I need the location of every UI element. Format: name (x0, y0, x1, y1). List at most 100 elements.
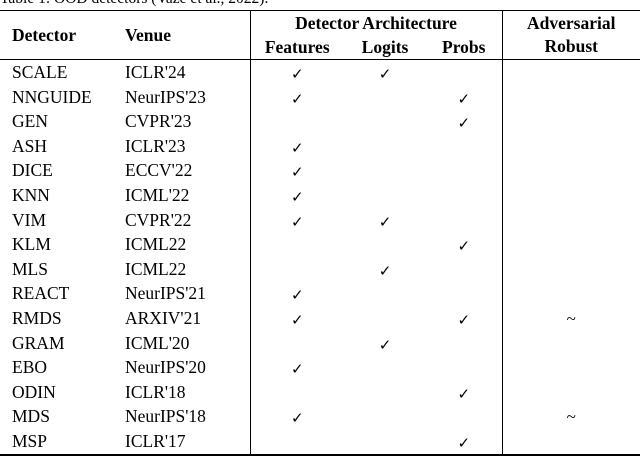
cell-adversarial-robust (501, 256, 640, 282)
cell-venue: ICLR'18 (125, 381, 186, 402)
cell-logits (344, 404, 426, 429)
cell-probs: ✓ (426, 428, 503, 456)
column-header-detector-architecture: Detector Architecture (249, 10, 503, 35)
cell-features (249, 256, 344, 282)
check-icon: ✓ (457, 384, 471, 403)
cell-detector: MLS (12, 258, 48, 279)
check-icon: ✓ (378, 261, 392, 280)
cell-adversarial-robust (501, 158, 640, 183)
cell-logits (344, 380, 426, 405)
cell-features (249, 109, 344, 134)
cell-features: ✓ (249, 355, 344, 380)
cell-adversarial-robust (501, 379, 640, 405)
check-icon: ✓ (457, 310, 471, 329)
cell-detector: KLM (12, 234, 51, 255)
cell-features (249, 428, 344, 456)
cell-detector: ASH (12, 135, 48, 156)
cell-venue: CVPR'22 (125, 209, 192, 230)
cell-venue: CVPR'23 (125, 111, 192, 132)
cell-features: ✓ (249, 404, 344, 429)
table-row: ASH ICLR'23 ✓ (0, 133, 640, 159)
check-icon: ✓ (290, 286, 304, 305)
cell-adversarial-robust (501, 133, 640, 159)
cell-probs: ✓ (426, 380, 502, 405)
column-header-logits: Logits (361, 36, 409, 57)
cell-detector: ODIN (12, 381, 56, 402)
check-icon: ✓ (290, 89, 304, 108)
check-icon: ✓ (290, 187, 304, 206)
cell-venue: NeurIPS'23 (125, 86, 206, 107)
cell-venue: NeurIPS'21 (125, 283, 206, 304)
cell-adversarial-robust (501, 109, 640, 134)
column-header-venue: Venue (121, 10, 250, 60)
cell-features (249, 330, 344, 356)
cell-adversarial-robust (501, 281, 640, 306)
cell-adversarial-robust (501, 330, 640, 356)
header-row-sub: Features Logits Probs (0, 35, 640, 60)
cell-venue: NeurIPS'18 (125, 406, 206, 427)
cell-venue: ICLR'23 (125, 135, 186, 156)
check-icon: ✓ (290, 65, 304, 83)
check-icon: ✓ (290, 138, 304, 157)
cell-probs (426, 257, 502, 282)
cell-probs (426, 134, 502, 159)
cell-detector: NNGUIDE (12, 86, 92, 107)
cell-probs (426, 355, 502, 380)
cell-logits (344, 134, 426, 159)
check-icon: ✓ (378, 65, 392, 83)
cell-adversarial-robust (501, 428, 640, 456)
cell-venue: ECCV'22 (125, 160, 193, 181)
table-container: Detector Venue Detector Architecture Adv… (0, 10, 640, 456)
cell-probs (426, 158, 502, 183)
cell-venue: ICLR'17 (121, 428, 250, 456)
table-caption-clipped: Table 1: OOD detectors (Vaze et al., 202… (0, 0, 640, 9)
cell-probs (426, 208, 502, 233)
cell-adversarial-robust: ~ (501, 404, 640, 429)
cell-venue: ICML'20 (125, 332, 190, 353)
tilde-icon: ~ (566, 407, 576, 427)
adversarial-robust-line-1: Adversarial (527, 13, 616, 33)
cell-features: ✓ (249, 84, 344, 110)
cell-detector: KNN (12, 184, 50, 205)
check-icon: ✓ (457, 433, 471, 452)
cell-features: ✓ (249, 305, 344, 331)
cell-probs (426, 331, 502, 356)
table-row: KNN ICML'22 ✓ (0, 182, 640, 208)
cell-logits: ✓ (344, 208, 426, 233)
cell-venue: ARXIV'21 (125, 307, 202, 328)
column-header-probs: Probs (442, 36, 486, 57)
cell-adversarial-robust (501, 58, 640, 85)
check-icon: ✓ (290, 409, 304, 428)
cell-logits: ✓ (344, 257, 426, 282)
cell-probs: ✓ (426, 232, 502, 257)
ood-detector-table: Detector Venue Detector Architecture Adv… (0, 10, 640, 456)
column-header-features: Features (249, 35, 344, 60)
cell-venue: ICML'22 (125, 184, 190, 205)
check-icon: ✓ (290, 163, 304, 182)
table-header: Detector Venue Detector Architecture Adv… (0, 10, 640, 60)
cell-adversarial-robust (501, 355, 640, 380)
cell-logits (344, 428, 426, 456)
cell-features (249, 232, 344, 257)
cell-detector: RMDS (12, 307, 62, 328)
cell-features: ✓ (249, 182, 344, 208)
cell-logits (344, 183, 426, 208)
cell-features: ✓ (249, 58, 344, 85)
table-row: ODIN ICLR'18 ✓ (0, 379, 640, 405)
cell-features: ✓ (249, 281, 344, 306)
check-icon: ✓ (457, 237, 471, 256)
adversarial-robust-line-2: Robust (544, 36, 599, 56)
cell-features: ✓ (249, 158, 344, 183)
cell-adversarial-robust (501, 232, 640, 257)
check-icon: ✓ (290, 212, 304, 231)
